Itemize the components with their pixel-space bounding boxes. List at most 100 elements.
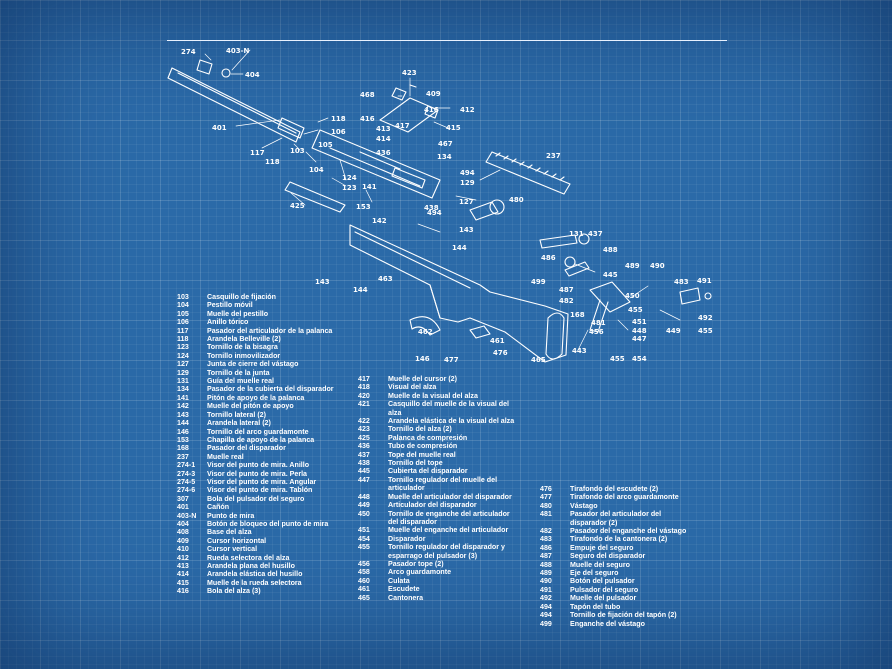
legend-part-number: 487 <box>540 552 552 561</box>
legend-part-number: 438 <box>358 459 370 468</box>
callout-491: 491 <box>697 277 712 285</box>
legend-part-description: Visual del alza <box>388 383 437 392</box>
legend-part-description: Bola del alza (3) <box>207 587 261 596</box>
callout-477: 477 <box>444 356 459 364</box>
legend-part-number: 422 <box>358 417 370 426</box>
callout-413: 413 <box>376 125 391 133</box>
legend-part-description: Tornillo lateral (2) <box>207 410 266 419</box>
legend-part-description: Pasador de la cubierta del disparador <box>207 385 334 394</box>
legend-part-number: 129 <box>177 368 189 377</box>
legend-part-description: Empuje del seguro <box>570 543 634 552</box>
legend-part-description: Base del alza <box>207 528 252 537</box>
legend-row: 412 Rueda selectora del alza <box>177 554 352 562</box>
cocking-lever <box>284 181 346 213</box>
legend-part-description: Arandela elástica de la visual del alza <box>388 417 515 426</box>
legend-part-description: Guía del muelle real <box>207 377 275 386</box>
callout-499: 499 <box>531 278 546 286</box>
legend-part-number: 103 <box>177 293 189 301</box>
legend-part-number: 117 <box>177 326 189 335</box>
legend-part-number: 454 <box>358 534 370 543</box>
legend-part-description: Botón de bloqueo del punto de mira <box>207 519 329 528</box>
compression-tube <box>311 129 441 199</box>
legend-part-description: Enganche del vástago <box>570 619 645 628</box>
callout-482: 482 <box>559 297 574 305</box>
legend-part-description: Rueda selectora del alza <box>207 553 290 562</box>
butt-plate <box>545 312 565 360</box>
legend-part-number: 456 <box>358 559 370 568</box>
legend-part-description: Articulador del disparador <box>388 501 477 510</box>
legend-part-number: 104 <box>177 301 189 310</box>
legend-part-number: 448 <box>358 492 370 501</box>
legend-part-number: 420 <box>358 391 370 400</box>
callout-494: 494 <box>460 169 475 177</box>
legend-part-description: Visor del punto de mira. Anillo <box>207 461 310 470</box>
callout-403-n: 403-N <box>226 47 250 55</box>
callout-468: 468 <box>360 91 375 99</box>
legend-part-description: Muelle del pitón de apoyo <box>207 402 294 411</box>
legend-part-description: Palanca de compresión <box>388 433 468 442</box>
legend-part-description: Cañón <box>207 503 230 512</box>
callout-436: 436 <box>376 149 391 157</box>
callout-417: 417 <box>395 122 410 130</box>
legend-part-number: 461 <box>358 585 370 594</box>
legend-part-description: Casquillo del muelle de la visual del al… <box>388 400 510 417</box>
legend-part-number: 482 <box>540 527 552 536</box>
callout-237: 237 <box>546 152 561 160</box>
legend-part-number: 237 <box>177 452 189 461</box>
title-rule <box>167 40 727 41</box>
legend-part-number: 437 <box>358 450 370 459</box>
legend-part-number: 465 <box>358 593 370 602</box>
legend-part-number: 124 <box>177 351 189 360</box>
callout-455: 455 <box>698 327 713 335</box>
legend-part-number: 134 <box>177 385 189 394</box>
legend-part-description: Pulsador del seguro <box>570 585 639 594</box>
callout-443: 443 <box>572 347 587 355</box>
callout-404: 404 <box>245 71 260 79</box>
legend-part-number: 274-6 <box>177 486 196 495</box>
legend-part-number: 490 <box>540 577 552 586</box>
leader-lines <box>204 49 681 351</box>
callout-144: 144 <box>452 244 467 252</box>
callout-465: 465 <box>531 356 546 364</box>
callout-106: 106 <box>331 128 346 136</box>
legend-part-number: 274-5 <box>177 477 196 486</box>
legend-part-number: 494 <box>540 611 552 620</box>
callout-412: 412 <box>460 106 475 114</box>
legend-part-description: Tornillo del tope <box>388 459 443 468</box>
callout-481: 481 <box>591 319 606 327</box>
legend-part-number: 123 <box>177 343 189 352</box>
legend-part-number: 131 <box>177 377 189 386</box>
legend-part-number: 143 <box>177 410 189 419</box>
legend-part-description: Tornillo de fijación del tapón (2) <box>570 611 677 620</box>
callout-168: 168 <box>570 311 585 319</box>
legend-part-number: 423 <box>358 425 370 434</box>
legend-part-description: Visor del punto de mira. Perla <box>207 469 307 478</box>
legend-part-description: Pasador tope (2) <box>388 559 444 568</box>
trigger-guard <box>409 316 491 339</box>
legend-part-description: Arandela lateral (2) <box>207 419 271 428</box>
callout-409: 409 <box>426 90 441 98</box>
legend-part-number: 412 <box>177 553 189 562</box>
